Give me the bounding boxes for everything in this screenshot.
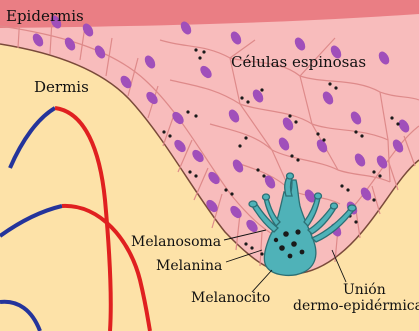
melanin-dot bbox=[194, 48, 197, 51]
melanin-granule bbox=[288, 254, 293, 259]
melanin-dot bbox=[250, 246, 253, 249]
melanin-dot bbox=[246, 100, 249, 103]
label-melanosome: Melanosoma bbox=[131, 234, 221, 250]
melanin-dot bbox=[288, 114, 291, 117]
label-dermis: Dermis bbox=[34, 78, 89, 96]
melanin-dot bbox=[390, 116, 393, 119]
melanin-dot bbox=[346, 188, 349, 191]
melanin-dot bbox=[224, 188, 227, 191]
melanin-dot bbox=[340, 184, 343, 187]
melanin-dot bbox=[244, 242, 247, 245]
melanin-dot bbox=[240, 96, 243, 99]
melanin-granule bbox=[300, 250, 305, 255]
label-melanocyte: Melanocito bbox=[191, 290, 270, 306]
melanin-dot bbox=[290, 154, 293, 157]
melanin-dot bbox=[202, 50, 205, 53]
melanin-dot bbox=[354, 130, 357, 133]
melanin-granule bbox=[279, 245, 285, 251]
melanin-granule bbox=[274, 238, 278, 242]
melanin-dot bbox=[256, 168, 259, 171]
melanin-dot bbox=[162, 130, 165, 133]
melanin-granule bbox=[283, 231, 289, 237]
melanin-granule bbox=[295, 229, 300, 234]
label-junction-line1: Unión bbox=[343, 282, 386, 298]
melanin-dot bbox=[316, 132, 319, 135]
label-epidermis: Epidermis bbox=[6, 7, 84, 25]
melanin-granule bbox=[291, 241, 297, 247]
melanin-dot bbox=[198, 56, 201, 59]
melanin-dot bbox=[262, 174, 265, 177]
melanin-dot bbox=[188, 170, 191, 173]
melanin-dot bbox=[334, 86, 337, 89]
melanin-dot bbox=[378, 174, 381, 177]
melanin-dot bbox=[372, 170, 375, 173]
melanin-dot bbox=[194, 114, 197, 117]
melanin-dot bbox=[260, 88, 263, 91]
melanin-dot bbox=[168, 134, 171, 137]
label-junction-line2: dermo-epidérmica bbox=[293, 298, 419, 314]
label-spinous-cells: Células espinosas bbox=[231, 53, 366, 71]
melanin-dot bbox=[354, 220, 357, 223]
melanin-dot bbox=[396, 122, 399, 125]
melanin-dot bbox=[328, 82, 331, 85]
melanin-dot bbox=[186, 110, 189, 113]
melanin-dot bbox=[296, 158, 299, 161]
melanin-dot bbox=[244, 136, 247, 139]
melanin-dot bbox=[294, 120, 297, 123]
melanin-dot bbox=[260, 252, 263, 255]
melanin-dot bbox=[360, 134, 363, 137]
melanin-dot bbox=[194, 174, 197, 177]
melanin-dot bbox=[372, 198, 375, 201]
melanin-dot bbox=[322, 138, 325, 141]
melanin-dot bbox=[238, 144, 241, 147]
melanin-dot bbox=[230, 192, 233, 195]
label-melanin: Melanina bbox=[156, 258, 222, 274]
